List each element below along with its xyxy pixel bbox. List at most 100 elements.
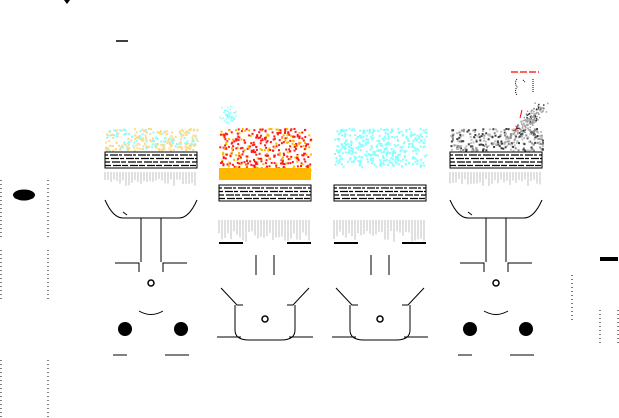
particle — [142, 138, 145, 141]
particle — [246, 165, 249, 168]
exhaust-smoke — [535, 108, 538, 111]
particle — [229, 153, 232, 156]
particle — [379, 161, 382, 164]
particle — [339, 131, 342, 134]
particle — [298, 132, 301, 135]
particle — [396, 157, 399, 159]
exhaust-smoke — [525, 126, 527, 129]
particle — [109, 130, 112, 133]
particle — [163, 130, 166, 133]
particle — [253, 158, 255, 161]
particle — [165, 133, 168, 136]
particle — [388, 152, 391, 155]
particle — [160, 130, 162, 133]
particle — [236, 158, 239, 161]
particle — [222, 153, 225, 156]
particle — [275, 142, 278, 145]
particle — [530, 131, 533, 134]
exhaust-smoke — [522, 130, 525, 132]
particle — [255, 146, 258, 149]
particle — [174, 136, 177, 138]
exhaust-smoke — [531, 121, 533, 123]
particle — [516, 140, 519, 143]
particle — [167, 139, 170, 141]
particle — [513, 144, 516, 147]
vapor-puff — [233, 112, 235, 114]
particle — [120, 146, 122, 149]
particle — [261, 128, 264, 131]
particle — [168, 143, 171, 145]
exhaust-smoke — [524, 125, 527, 127]
particle — [342, 130, 345, 133]
particle — [238, 166, 241, 168]
vapor-puff — [221, 106, 224, 109]
piston-rings — [449, 151, 543, 169]
particle — [136, 142, 139, 145]
particle — [120, 129, 123, 132]
particle — [425, 132, 428, 135]
particle — [167, 140, 170, 143]
particle — [522, 148, 525, 151]
particle — [456, 138, 459, 141]
exhaust-smoke — [534, 117, 536, 120]
particle — [137, 136, 139, 139]
particle — [236, 161, 239, 164]
vapor-puff — [226, 110, 228, 112]
particle — [302, 154, 305, 157]
particle — [298, 137, 301, 140]
particle — [284, 130, 287, 133]
particle — [362, 135, 365, 138]
exhaust-smoke — [513, 128, 515, 131]
exhaust-smoke — [539, 116, 541, 119]
particle — [272, 149, 275, 152]
exhaust-smoke — [531, 116, 533, 118]
particle — [366, 129, 369, 132]
particle — [264, 144, 267, 147]
particle — [188, 144, 191, 147]
particle — [296, 155, 299, 158]
particle — [280, 142, 283, 145]
particle — [233, 165, 236, 168]
particle — [163, 148, 166, 151]
particle — [341, 128, 344, 131]
particle — [480, 135, 483, 138]
particle — [462, 134, 465, 137]
particle — [357, 145, 360, 148]
particle — [224, 132, 227, 135]
particle — [238, 154, 241, 157]
particle — [519, 135, 521, 138]
particle — [281, 156, 284, 159]
particle — [337, 132, 340, 135]
particle — [376, 144, 379, 147]
particle — [369, 128, 371, 131]
particle — [389, 131, 392, 134]
particle — [373, 150, 376, 153]
cylinder-bottom — [449, 199, 543, 219]
particle — [180, 145, 183, 148]
particle — [541, 143, 544, 146]
particle — [351, 128, 354, 131]
particle — [181, 128, 184, 131]
particle — [147, 146, 150, 149]
particle — [188, 146, 191, 149]
particle — [496, 139, 499, 142]
particle — [525, 134, 528, 137]
particle — [394, 159, 397, 162]
crank-pin-icon — [261, 315, 269, 323]
particle — [180, 138, 183, 141]
particle — [269, 141, 272, 144]
particle — [145, 147, 148, 150]
particle — [509, 143, 512, 146]
particle — [420, 158, 422, 161]
vapor-puff — [235, 115, 237, 117]
particle — [305, 143, 308, 146]
particle — [459, 135, 462, 138]
particle — [172, 139, 175, 142]
particle — [152, 143, 154, 146]
particle — [336, 149, 339, 152]
particle — [405, 159, 408, 162]
particle — [424, 155, 426, 158]
particle — [363, 131, 366, 134]
stroke-panel-intake — [104, 128, 199, 356]
particle — [189, 128, 192, 130]
